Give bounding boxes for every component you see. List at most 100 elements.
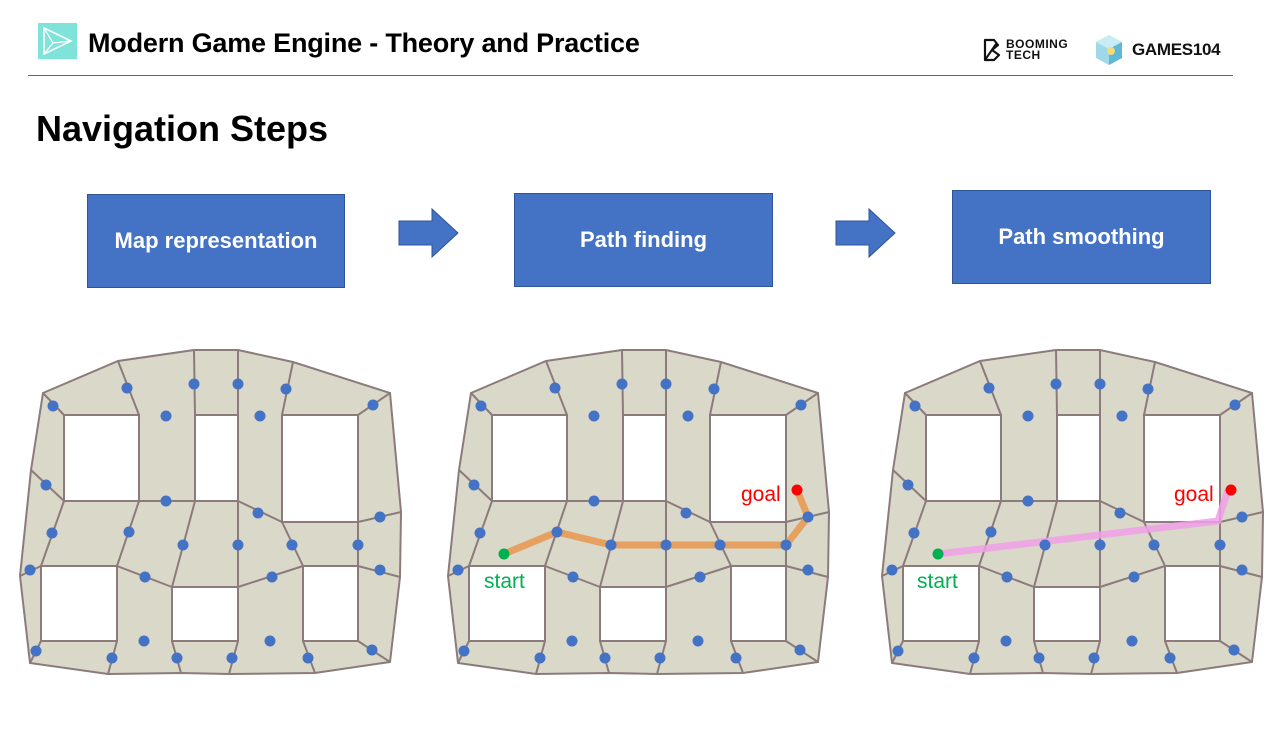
waypoint-node [794,644,806,656]
waypoint-node [252,507,264,519]
path-found [502,488,812,558]
right-arrow-icon [835,208,896,258]
waypoint-node [892,645,904,657]
step-path-smoothing: Path smoothing [952,190,1211,284]
waypoint-node [567,571,579,583]
booming-tech-brand: BOOMING TECH [983,32,1068,68]
waypoint-node [692,635,704,647]
waypoint-node [682,410,694,422]
waypoint-node [280,383,292,395]
waypoint-node [374,511,386,523]
start-label: start [917,570,958,593]
waypoint-node [908,527,920,539]
waypoint-node [366,644,378,656]
obstacle [730,565,787,642]
waypoint-node [795,399,807,411]
waypoint-node [1116,410,1128,422]
waypoint-node [616,378,628,390]
waypoint-node [1022,495,1034,507]
waypoint-node [1001,571,1013,583]
waypoint-node [1088,652,1100,664]
start-point [498,548,510,560]
obstacle [1164,565,1221,642]
booming-text-line2: TECH [1006,48,1041,62]
waypoint-node [660,378,672,390]
waypoint-node [1228,644,1240,656]
waypoint-node [694,571,706,583]
booming-tech-logo-icon [983,38,1001,62]
navmesh-path-finding [446,349,831,676]
step-label: Map representation [114,228,318,253]
waypoint-node [654,652,666,664]
games104-brand: GAMES104 [1094,32,1221,68]
step-label: Path smoothing [998,224,1165,249]
waypoint-node [1033,652,1045,664]
step-path-finding: Path finding [514,193,773,287]
waypoint-node [123,526,135,538]
waypoint-node [171,652,183,664]
goal-label: goal [741,483,781,506]
waypoint-node [968,652,980,664]
waypoint-node [566,635,578,647]
obstacle [171,586,239,642]
waypoint-node [352,539,364,551]
waypoint-node [1094,378,1106,390]
header-logo [38,23,77,59]
waypoint-node [1094,539,1106,551]
waypoint-node [1214,539,1226,551]
waypoint-node [468,479,480,491]
waypoint-node [286,539,298,551]
waypoint-node [458,645,470,657]
waypoint-node [30,645,42,657]
waypoint-node [138,635,150,647]
right-arrow-icon [398,208,459,258]
waypoint-node [599,652,611,664]
waypoint-node [475,400,487,412]
waypoint-node [1128,571,1140,583]
waypoint-node [160,410,172,422]
waypoint-node [232,378,244,390]
waypoint-node [1164,652,1176,664]
waypoint-node [780,539,792,551]
waypoint-node [588,495,600,507]
start-label: start [484,570,525,593]
waypoint-node [1236,511,1248,523]
games104-text: GAMES104 [1132,40,1221,59]
waypoint-node [121,382,133,394]
waypoint-node [549,382,561,394]
waypoint-node [886,564,898,576]
waypoint-node [909,400,921,412]
obstacle [1056,414,1101,502]
waypoint-node [534,652,546,664]
obstacle [63,414,140,502]
waypoint-node [254,410,266,422]
waypoint-node [46,527,58,539]
waypoint-node [452,564,464,576]
waypoint-node [588,410,600,422]
page-title: Navigation Steps [36,108,329,149]
waypoint-node [232,539,244,551]
waypoint-node [226,652,238,664]
waypoint-node [983,382,995,394]
waypoint-node [24,564,36,576]
waypoint-node [106,652,118,664]
waypoint-node [660,539,672,551]
waypoint-node [1142,383,1154,395]
waypoint-node [605,539,617,551]
header-divider [28,75,1233,76]
obstacle [925,414,1002,502]
games104-cube-logo-icon [1096,35,1122,65]
waypoint-node [730,652,742,664]
start-point [932,548,944,560]
waypoint-node [1000,635,1012,647]
waypoint-node [1148,539,1160,551]
waypoint-node [139,571,151,583]
waypoint-node [1022,410,1034,422]
waypoint-node [1126,635,1138,647]
obstacle [194,414,239,502]
waypoint-node [1039,539,1051,551]
waypoint-node [708,383,720,395]
navmesh-path-smoothing [880,349,1265,676]
obstacle [491,414,568,502]
waypoint-node [266,571,278,583]
